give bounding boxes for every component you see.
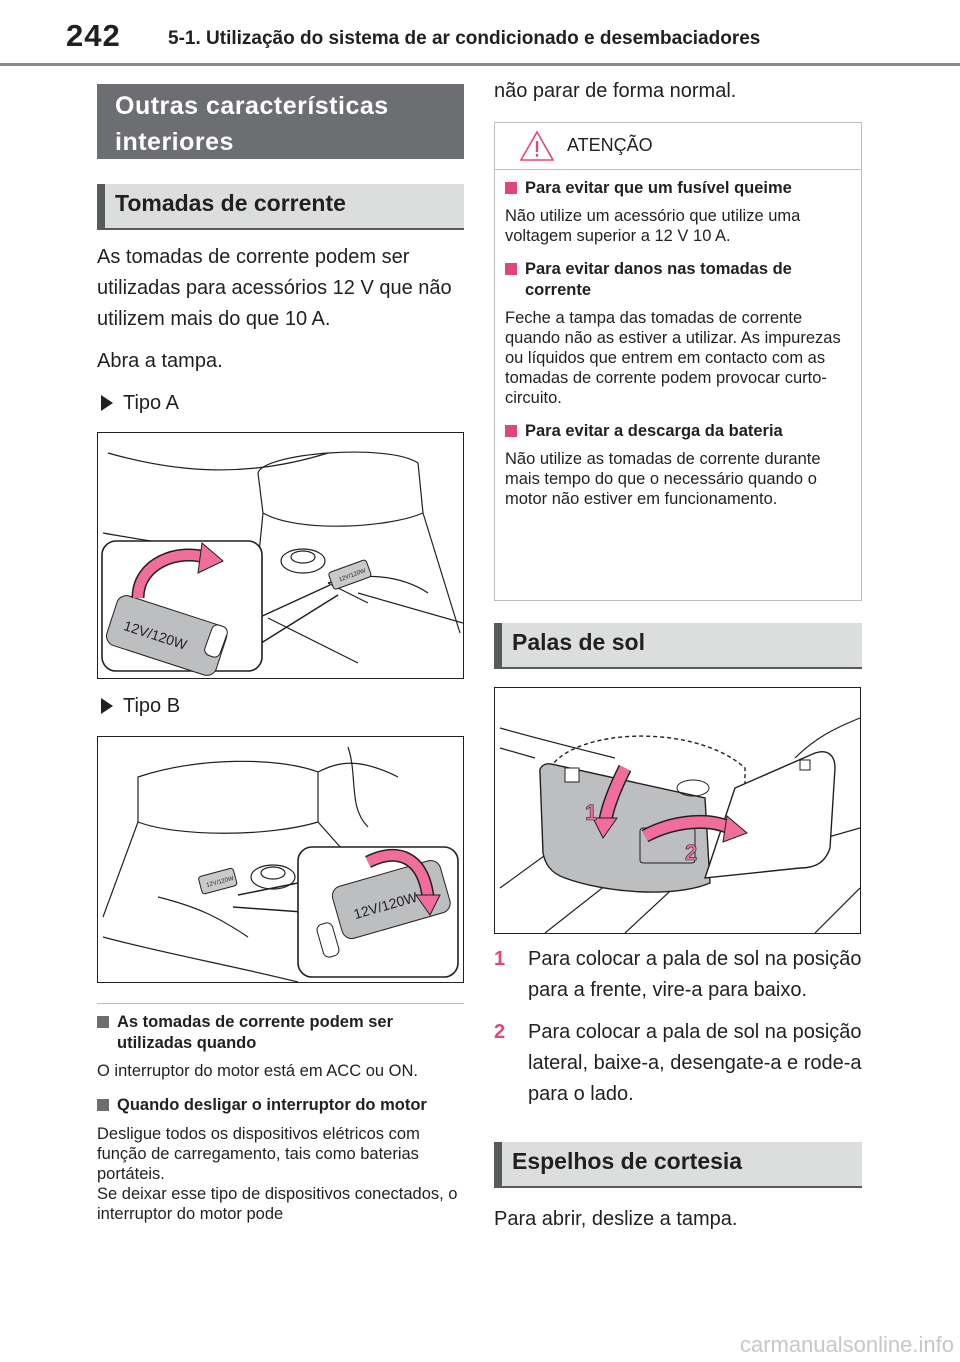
- intro-paragraph: As tomadas de corrente podem ser utiliza…: [97, 246, 452, 330]
- square-bullet-icon: [97, 1099, 109, 1111]
- arrow-right-icon: [101, 698, 113, 714]
- step-1: 1 Para colocar a pala de sol na posição …: [494, 944, 862, 1006]
- right-column: não parar de forma normal. ATENÇÃO Para …: [494, 80, 862, 1235]
- warning-heading: Para evitar danos nas tomadas de corrent…: [505, 259, 849, 301]
- note-body: Desligue todos os dispositivos elétricos…: [97, 1125, 420, 1183]
- warning-box: ATENÇÃO Para evitar que um fusível queim…: [494, 122, 862, 601]
- warning-heading: Para evitar que um fusível queime: [505, 178, 849, 199]
- note-heading: As tomadas de corrente podem ser utiliza…: [97, 1012, 464, 1054]
- main-heading: Outras características interiores: [97, 84, 464, 159]
- square-bullet-icon: [97, 1016, 109, 1028]
- continuation-text: não parar de forma normal.: [494, 80, 737, 102]
- section-heading-power-outlets: Tomadas de corrente: [97, 184, 464, 230]
- section-heading-vanity-mirrors: Espelhos de cortesia: [494, 1142, 862, 1188]
- watermark: carmanualsonline.info: [739, 1332, 954, 1357]
- console-outlet-a-drawing: 12V/120W 12V/120W: [101, 451, 464, 676]
- sun-visor-drawing: 1 2: [499, 717, 861, 934]
- sun-visor-illustration: 1 2: [494, 687, 861, 934]
- page-number: 242: [66, 18, 121, 53]
- warning-title-bar: ATENÇÃO: [495, 123, 861, 170]
- arrow-right-icon: [101, 395, 113, 411]
- square-bullet-icon: [505, 182, 517, 194]
- type-a-label: Tipo A: [97, 389, 464, 417]
- note-block-1: As tomadas de corrente podem ser utiliza…: [97, 1003, 464, 1081]
- power-outlet-type-a-illustration: 12V/120W 12V/120W: [97, 432, 464, 679]
- step-2: 2 Para colocar a pala de sol na posição …: [494, 1017, 862, 1110]
- square-bullet-icon: [505, 425, 517, 437]
- step-number: 2: [494, 1021, 506, 1043]
- warning-heading: Para evitar a descarga da bateria: [505, 421, 849, 442]
- square-bullet-icon: [505, 263, 517, 275]
- note-body: Se deixar esse tipo de dispositivos cone…: [97, 1185, 458, 1223]
- section-heading-sun-visors: Palas de sol: [494, 623, 862, 669]
- note-heading: Quando desligar o interruptor do motor: [97, 1095, 464, 1116]
- console-outlet-b-drawing: 12V/120W 12V/120W: [102, 746, 459, 983]
- note-body: O interruptor do motor está em ACC ou ON…: [97, 1062, 418, 1080]
- header-divider: [0, 63, 960, 66]
- visor-step-2-label: 2: [685, 840, 697, 865]
- mirror-instruction: Para abrir, deslize a tampa.: [494, 1208, 738, 1230]
- warning-body: Feche a tampa das tomadas de corrente qu…: [505, 309, 841, 407]
- note-block-2: Quando desligar o interruptor do motor D…: [97, 1095, 464, 1224]
- chapter-title: 5-1. Utilização do sistema de ar condici…: [168, 28, 761, 49]
- warning-body: Não utilize as tomadas de corrente duran…: [505, 450, 821, 508]
- power-outlet-type-b-illustration: 12V/120W 12V/120W: [97, 736, 464, 983]
- warning-title: ATENÇÃO: [567, 135, 653, 155]
- step-number: 1: [494, 948, 506, 970]
- open-cover-text: Abra a tampa.: [97, 350, 223, 372]
- warning-body: Não utilize um acessório que utilize uma…: [505, 207, 801, 245]
- page-header: 242 5-1. Utilização do sistema de ar con…: [0, 0, 960, 66]
- left-column: Outras características interiores Tomada…: [97, 84, 464, 1224]
- visor-step-1-label: 1: [585, 800, 597, 825]
- warning-triangle-icon: [519, 130, 555, 161]
- type-b-label: Tipo B: [97, 692, 464, 720]
